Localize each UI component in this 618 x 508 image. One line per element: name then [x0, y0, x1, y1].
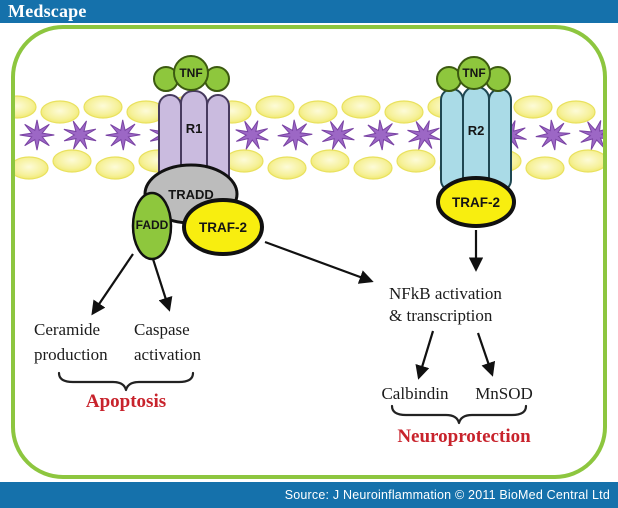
fadd-label: FADD [136, 218, 169, 232]
lipid-head [396, 149, 436, 173]
caspase-line1: Caspase [134, 320, 190, 339]
traf2-right [436, 176, 516, 228]
lipid-head [353, 156, 393, 180]
tnf-right-label: TNF [462, 66, 485, 80]
pathway-arrows [91, 230, 496, 380]
neuroprotection-brace [390, 404, 528, 425]
r2-stem-right [488, 88, 512, 192]
tradd-label: TRADD [168, 187, 214, 202]
ceramide-line2: production [34, 345, 108, 364]
receptor-complex-r2: TNF R2 TRAF-2 [436, 56, 516, 228]
receptor-complex-r1: TNF R1 TRADD FADD TRAF-2 [131, 55, 264, 261]
fadd-adapter [131, 191, 173, 261]
tnf2-ligand-center-lobe [457, 56, 491, 90]
r2-stem-left [440, 88, 464, 192]
membrane-protein-icon [321, 120, 355, 150]
lipid-head [83, 95, 123, 119]
lipid-head [95, 156, 135, 180]
lipid-head [15, 95, 37, 119]
r1-label: R1 [186, 121, 203, 136]
arrow-fadd-to-caspase [151, 258, 173, 312]
lipid-head [224, 149, 264, 173]
lipid-head [341, 95, 381, 119]
lipid-head [40, 100, 80, 124]
lipid-head [267, 156, 307, 180]
tnf-pathway-diagram: TNF R1 TRADD FADD TRAF-2 TNF R2 [15, 55, 603, 447]
traf2-right-label: TRAF-2 [452, 195, 500, 210]
source-footer-bar: Source: J Neuroinflammation © 2011 BioMe… [0, 482, 618, 508]
lipid-head [255, 95, 295, 119]
lipid-head [513, 95, 553, 119]
arrow-nfkb-to-mnsod [476, 332, 496, 377]
lipid-head [568, 149, 603, 173]
ceramide-line1: Ceramide [34, 320, 100, 339]
membrane-protein-icon [535, 119, 571, 151]
lipid-head [556, 100, 596, 124]
lipid-head [384, 100, 424, 124]
membrane-protein-icon [19, 119, 55, 151]
diagram-panel: TNF R1 TRADD FADD TRAF-2 TNF R2 [11, 25, 607, 479]
source-text: Source: J Neuroinflammation © 2011 BioMe… [284, 488, 610, 502]
nfkb-line1: NFkB activation [389, 284, 502, 303]
nfkb-line2: & transcription [389, 306, 493, 325]
membrane-protein-icon [105, 119, 141, 151]
medscape-header-bar: Medscape [0, 0, 618, 23]
lipid-head [15, 156, 49, 180]
tnf-left-label: TNF [179, 66, 202, 80]
apoptosis-brace [57, 371, 195, 392]
membrane-protein-icon [63, 120, 97, 150]
lipid-head [525, 156, 565, 180]
traf2-left-label: TRAF-2 [199, 220, 247, 235]
r2-label: R2 [468, 123, 485, 138]
lipid-head [310, 149, 350, 173]
lipid-head [52, 149, 92, 173]
arrow-fadd-to-ceramide [91, 253, 134, 316]
lipid-head [298, 100, 338, 124]
membrane-protein-icon [407, 120, 441, 150]
cell-membrane [15, 95, 603, 180]
tnf-ligand-center-lobe [173, 55, 209, 91]
arrow-traf2left-to-nfkb [264, 240, 374, 284]
caspase-line2: activation [134, 345, 202, 364]
mnsod-label: MnSOD [475, 384, 533, 403]
apoptosis-label: Apoptosis [86, 391, 166, 412]
membrane-protein-icon [235, 120, 269, 150]
traf2-left [182, 198, 264, 256]
neuroprotection-label: Neuroprotection [397, 426, 531, 447]
medscape-logo: Medscape [8, 1, 87, 21]
calbindin-label: Calbindin [381, 384, 449, 403]
membrane-protein-icon [277, 119, 313, 151]
arrow-nfkb-to-calbindin [415, 330, 435, 380]
membrane-protein-icon [579, 120, 603, 150]
membrane-protein-icon [363, 119, 399, 151]
